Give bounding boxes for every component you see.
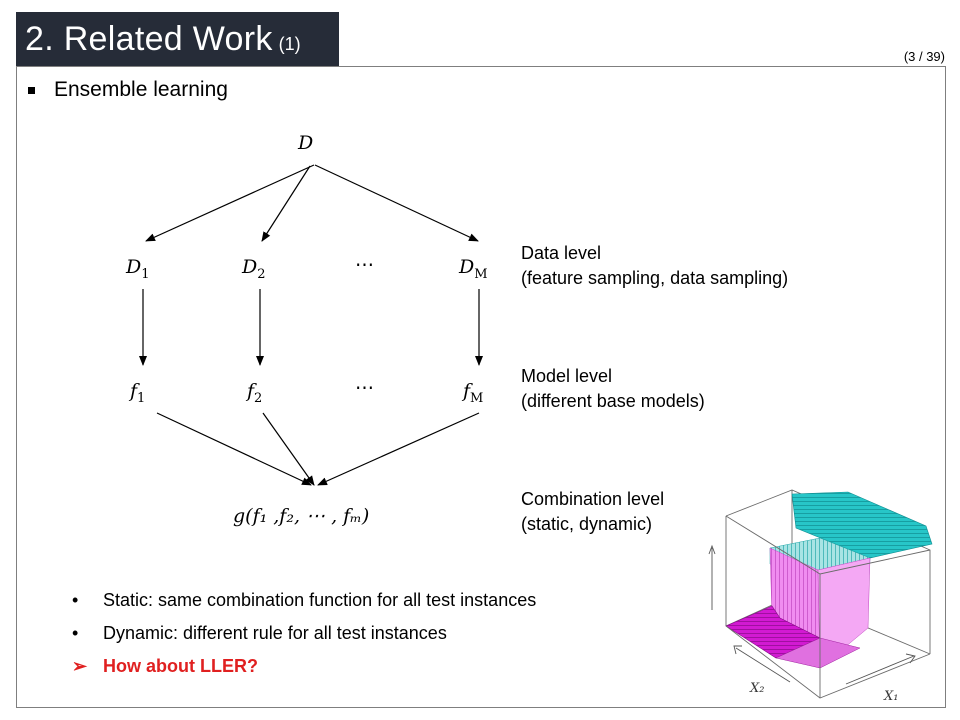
level-combination-detail: (static, dynamic) bbox=[521, 514, 653, 534]
bullet-static: • Static: same combination function for … bbox=[72, 584, 536, 617]
3d-step-plot: X₂ X₁ bbox=[708, 489, 933, 704]
node-dataset-m: DM bbox=[459, 256, 488, 282]
arrow-bullet-icon: ➢ bbox=[72, 656, 88, 676]
arrow-f1-g bbox=[156, 412, 312, 486]
bullet-dynamic-text: Dynamic: different rule for all test ins… bbox=[103, 623, 447, 643]
node-model-m: fM bbox=[463, 380, 484, 406]
level-model-detail: (different base models) bbox=[521, 391, 705, 411]
level-data-detail: (feature sampling, data sampling) bbox=[521, 268, 789, 288]
node-dataset-2: D2 bbox=[242, 256, 266, 282]
level-model-title: Model level bbox=[521, 366, 613, 386]
node-root: D bbox=[298, 132, 314, 154]
arrow-d-d1 bbox=[145, 164, 315, 242]
content-frame bbox=[16, 66, 946, 708]
title-text: 2. Related Work bbox=[25, 19, 273, 58]
node-combination: g(f₁ ,f₂, ⋯ , fₘ) bbox=[233, 505, 370, 527]
bullet-list: • Static: same combination function for … bbox=[72, 584, 536, 683]
bullet-question: ➢ How about LLER? bbox=[72, 650, 536, 683]
bullet-question-text: How about LLER? bbox=[103, 656, 258, 676]
bullet-dot-icon: • bbox=[72, 590, 79, 610]
level-combination-title: Combination level bbox=[521, 489, 665, 509]
section-heading: Ensemble learning bbox=[28, 78, 228, 102]
level-combination: Combination level (static, dynamic) bbox=[521, 487, 664, 537]
arrow-fm-g bbox=[317, 412, 480, 486]
arrow-f2-g bbox=[262, 412, 315, 486]
bullet-static-text: Static: same combination function for al… bbox=[103, 590, 537, 610]
slide-title: 2. Related Work (1) bbox=[16, 12, 339, 66]
ellipsis-models: ⋯ bbox=[355, 377, 374, 399]
arrow-d-d2 bbox=[261, 165, 311, 242]
arrow-d-dm bbox=[314, 164, 479, 242]
node-dataset-1: D1 bbox=[126, 256, 150, 282]
title-suffix: (1) bbox=[278, 33, 301, 54]
level-model: Model level (different base models) bbox=[521, 364, 705, 414]
node-model-1: f1 bbox=[130, 380, 146, 406]
x1-axis-label: X₁ bbox=[883, 689, 898, 704]
x2-axis-label: X₂ bbox=[749, 681, 764, 696]
node-model-2: f2 bbox=[247, 380, 263, 406]
level-data: Data level (feature sampling, data sampl… bbox=[521, 241, 788, 291]
level-data-title: Data level bbox=[521, 243, 602, 263]
ellipsis-datasets: ⋯ bbox=[355, 254, 374, 276]
bullet-dynamic: • Dynamic: different rule for all test i… bbox=[72, 617, 536, 650]
square-bullet-icon bbox=[28, 86, 35, 94]
bullet-dot-icon: • bbox=[72, 623, 79, 643]
section-heading-text: Ensemble learning bbox=[54, 78, 228, 101]
page-counter: (3 / 39) bbox=[903, 49, 945, 64]
